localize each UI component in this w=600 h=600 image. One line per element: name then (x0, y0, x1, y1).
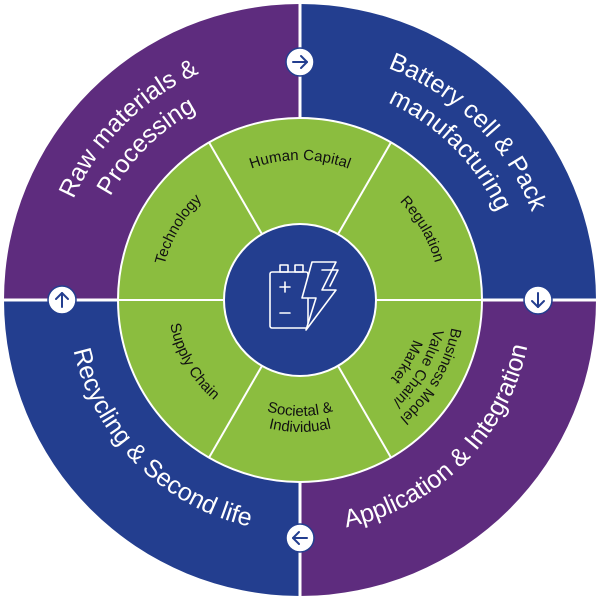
inner-segment-societal (209, 365, 391, 483)
inner-segment-regulation (338, 142, 482, 300)
outer-segment-recycling (4, 300, 300, 596)
inner-segment-human-capital (209, 117, 391, 235)
arrow-left-icon (285, 523, 315, 553)
outer-segment-raw (4, 4, 300, 300)
inner-label-societal-1: Individual (268, 416, 333, 437)
inner-segment-business-model (338, 300, 482, 458)
inner-divider (337, 365, 392, 459)
inner-label-societal-line-1: Individual (268, 416, 333, 437)
inner-divider (208, 365, 263, 459)
battery-lightning-icon (269, 261, 339, 331)
inner-divider (337, 141, 392, 235)
inner-label-societal-0: Societal & (266, 399, 335, 420)
inner-label-societal-line-0: Societal & (266, 399, 335, 420)
inner-divider (208, 141, 263, 235)
arrow-right-icon (285, 47, 315, 77)
center-circle (223, 223, 377, 377)
inner-ring-border (117, 117, 483, 483)
arrow-up-icon (47, 285, 77, 315)
inner-segment-supply-chain (118, 300, 262, 458)
arrow-down-icon (523, 285, 553, 315)
inner-segment-technology (118, 142, 262, 300)
outer-segment-application (300, 300, 596, 596)
outer-segment-battery (300, 4, 596, 300)
